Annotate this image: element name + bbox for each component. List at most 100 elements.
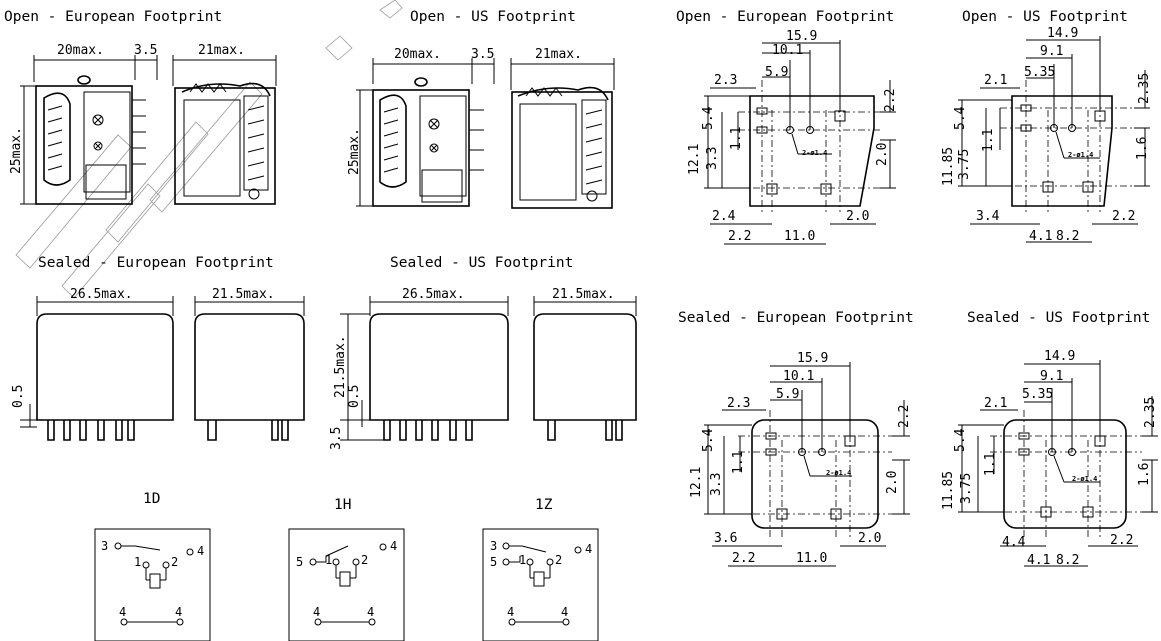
sealed-eu-width-side: 21.5max. (212, 287, 275, 302)
circuit-1d-pin-4c: 4 (175, 605, 183, 619)
fp-sealed-us-d7: 1.1 (983, 452, 998, 476)
footprint-sealed-us (958, 360, 1158, 567)
fp-open-eu-d13: 11.0 (784, 229, 816, 244)
circuit-1h-pin-2: 2 (361, 553, 369, 567)
fp-open-us-hole: 2-ø1.4 (1068, 151, 1094, 159)
fp-open-eu-d2: 10.1 (772, 43, 804, 58)
open-us-front-view (356, 58, 495, 207)
footprint-open-eu (704, 40, 896, 245)
sealed-eu-front-view (20, 296, 174, 441)
open-us-width-side: 21max. (535, 47, 582, 62)
fp-sealed-eu-d13: 11.0 (796, 551, 828, 566)
fp-open-eu-d8: 12.1 (687, 143, 702, 175)
fp-sealed-eu-d4: 2.3 (727, 396, 751, 411)
sealed-us-standoff: 0.5 (347, 384, 362, 408)
circuit-1h-title: 1H (334, 497, 352, 513)
fp-sealed-eu-hole: 2-ø1.4 (826, 469, 852, 477)
fp-sealed-eu-d6: 5.4 (701, 428, 716, 452)
sealed-us-width-side: 21.5max. (552, 287, 615, 302)
fp-sealed-eu-d9: 3.3 (709, 472, 724, 496)
fp-sealed-eu-d11: 3.6 (714, 531, 738, 546)
fp-open-eu-d7: 1.1 (729, 126, 744, 150)
fp-sealed-us-d8: 11.85 (941, 470, 956, 510)
footprint-open-us (958, 36, 1150, 243)
fp-open-us-d3: 5.35 (1024, 65, 1056, 80)
circuit-1h-pin-5: 5 (296, 555, 304, 569)
heading-open-us-right: Open - US Footprint (962, 9, 1128, 25)
fp-open-us-d2: 9.1 (1040, 44, 1064, 59)
fp-sealed-us-d13: 8.2 (1056, 553, 1080, 568)
fp-open-us-d1: 14.9 (1047, 26, 1079, 41)
open-us-width-front: 20max. (394, 47, 441, 62)
fp-sealed-us-d9: 3.75 (959, 472, 974, 504)
circuit-1d-title: 1D (143, 491, 161, 507)
fp-open-us-d13: 8.2 (1056, 229, 1080, 244)
fp-sealed-us-d3: 5.35 (1022, 387, 1054, 402)
fp-open-eu-d11: 2.4 (712, 209, 736, 224)
circuit-1d-pin-4a: 4 (197, 544, 205, 558)
fp-sealed-eu-d7: 1.1 (731, 450, 746, 474)
fp-sealed-eu-d5: 2.2 (897, 404, 912, 428)
sealed-eu-width-front: 26.5max. (70, 287, 133, 302)
fp-open-eu-d4: 2.3 (714, 73, 738, 88)
fp-sealed-us-hole: 2-ø1.4 (1072, 475, 1098, 483)
fp-sealed-us-d10: 1.6 (1137, 462, 1152, 486)
sealed-eu-side-view (194, 296, 305, 441)
circuit-1z-pin-4c: 4 (561, 605, 569, 619)
fp-open-us-d12: 4.1 (1029, 229, 1053, 244)
fp-sealed-eu-d1: 15.9 (797, 351, 829, 366)
open-eu-side-view (172, 55, 277, 205)
fp-open-eu-d1: 15.9 (786, 29, 818, 44)
watermark-graphic (15, 0, 403, 299)
circuit-1h-pin-1: 1 (325, 553, 333, 567)
fp-sealed-eu-d10: 2.0 (885, 470, 900, 494)
circuit-1d-pin-1: 1 (134, 555, 142, 569)
circuit-1z-pin-1: 1 (519, 553, 527, 567)
fp-open-eu-d6: 5.4 (701, 106, 716, 130)
open-eu-height: 25max. (9, 127, 24, 174)
open-eu-width-side: 21max. (198, 43, 245, 58)
circuit-1h-pin-4a: 4 (390, 539, 398, 553)
circuit-1d-box (94, 528, 211, 641)
circuit-1z-box (482, 528, 599, 641)
circuit-1h-pin-4b: 4 (313, 605, 321, 619)
open-eu-front-view (20, 55, 158, 205)
fp-open-us-d10: 1.6 (1135, 136, 1150, 160)
circuit-1h-box (288, 528, 405, 641)
fp-sealed-eu-d3: 5.9 (776, 387, 800, 402)
fp-sealed-us-d4: 2.1 (984, 396, 1008, 411)
fp-sealed-us-d14: 2.2 (1110, 533, 1134, 548)
open-us-side-view (510, 58, 615, 209)
fp-sealed-us-d2: 9.1 (1040, 369, 1064, 384)
heading-sealed-eu-right: Sealed - European Footprint (678, 310, 914, 326)
fp-open-us-d6: 5.4 (953, 106, 968, 130)
fp-open-us-d14: 2.2 (1112, 209, 1136, 224)
sealed-us-height: 21.5max. (333, 335, 348, 398)
fp-sealed-eu-d8: 12.1 (689, 466, 704, 498)
fp-open-eu-hole: 2-ø1.4 (802, 149, 828, 157)
fp-sealed-us-d12: 4.1 (1027, 553, 1051, 568)
fp-sealed-eu-d14: 2.0 (858, 531, 882, 546)
fp-open-us-d9: 3.75 (957, 148, 972, 180)
sealed-us-width-front: 26.5max. (402, 287, 465, 302)
fp-sealed-us-d6: 5.4 (953, 428, 968, 452)
circuit-1z-pin-5: 5 (490, 555, 498, 569)
circuit-1z-pin-2: 2 (555, 553, 563, 567)
fp-sealed-us-d11: 4.4 (1002, 535, 1026, 550)
fp-sealed-us-d1: 14.9 (1044, 349, 1076, 364)
circuit-1d-pin-3: 3 (101, 539, 109, 553)
heading-sealed-us-left: Sealed - US Footprint (390, 255, 574, 271)
circuit-1d-pin-4b: 4 (119, 605, 127, 619)
fp-open-us-d4: 2.1 (984, 73, 1008, 88)
fp-sealed-eu-d2: 10.1 (783, 369, 815, 384)
fp-open-eu-d3: 5.9 (765, 65, 789, 80)
heading-sealed-us-right: Sealed - US Footprint (967, 310, 1151, 326)
open-eu-pin-offset: 3.5 (134, 43, 158, 58)
open-eu-width-front: 20max. (57, 43, 104, 58)
fp-open-us-d11: 3.4 (976, 209, 1000, 224)
heading-open-eu-right: Open - European Footprint (676, 9, 895, 25)
fp-sealed-eu-d12: 2.2 (732, 551, 756, 566)
sealed-us-front-view (340, 296, 509, 441)
fp-open-eu-d14: 2.0 (846, 209, 870, 224)
